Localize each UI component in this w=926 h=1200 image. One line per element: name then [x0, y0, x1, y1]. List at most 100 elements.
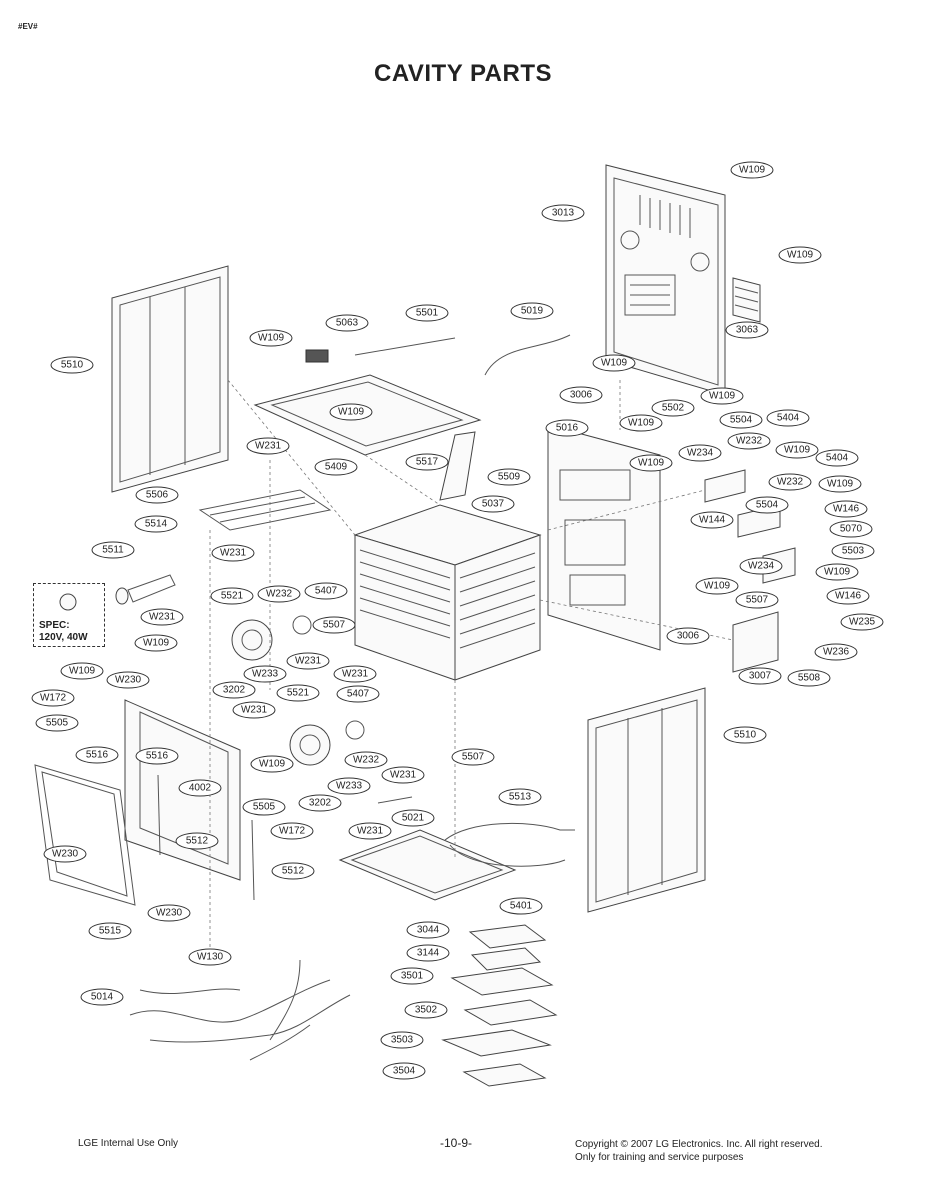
callout-label: W109	[259, 759, 286, 770]
back-wall-5509	[547, 424, 661, 651]
callout-label: 3006	[570, 390, 593, 401]
callout-label: 5063	[336, 318, 359, 329]
callout-label: 3202	[309, 798, 332, 809]
callout-label: 5507	[323, 620, 346, 631]
callout-w172: W172	[31, 689, 75, 707]
callout-w231: W231	[348, 822, 392, 840]
callout-label: 5506	[146, 490, 169, 501]
callout-5070: 5070	[829, 520, 873, 538]
callout-label: 5517	[416, 457, 439, 468]
callout-label: 5512	[186, 836, 209, 847]
callout-w146: W146	[826, 587, 870, 605]
callout-5517: 5517	[405, 453, 449, 471]
callout-5063: 5063	[325, 314, 369, 332]
callout-3007: 3007	[738, 667, 782, 685]
callout-label: 5513	[509, 792, 532, 803]
wire-harness-5014	[129, 959, 351, 1061]
callout-label: W235	[849, 617, 876, 628]
callout-5504: 5504	[719, 411, 763, 429]
callout-5504: 5504	[745, 496, 789, 514]
callout-w236: W236	[814, 643, 858, 661]
callout-3044: 3044	[406, 921, 450, 939]
callout-w109: W109	[249, 329, 293, 347]
callout-5037: 5037	[471, 495, 515, 513]
callout-w233: W233	[243, 665, 287, 683]
callout-label: W172	[279, 826, 306, 837]
callout-label: W231	[342, 669, 369, 680]
rod-5501	[354, 337, 456, 356]
duct-5517	[439, 431, 476, 501]
callout-label: 3044	[417, 925, 440, 936]
callout-5021: 5021	[391, 809, 435, 827]
callout-w109: W109	[134, 634, 178, 652]
callout-label: 5502	[662, 403, 685, 414]
callout-label: 5019	[521, 306, 544, 317]
callout-label: 5014	[91, 992, 114, 1003]
callout-5505: 5505	[35, 714, 79, 732]
callout-label: W109	[704, 581, 731, 592]
callout-5509: 5509	[487, 468, 531, 486]
callout-w232: W232	[344, 751, 388, 769]
copyright-line: Copyright © 2007 LG Electronics. Inc. Al…	[575, 1139, 823, 1150]
callout-5516: 5516	[135, 747, 179, 765]
callout-3502: 3502	[404, 1001, 448, 1019]
callout-5512: 5512	[271, 862, 315, 880]
callout-label: 5407	[347, 689, 370, 700]
callout-w231: W231	[246, 437, 290, 455]
footer-internal-use: LGE Internal Use Only	[78, 1138, 179, 1149]
callout-5508: 5508	[787, 669, 831, 687]
callout-label: 4002	[189, 783, 212, 794]
callout-label: 3502	[415, 1005, 438, 1016]
callout-w231: W231	[211, 544, 255, 562]
spec-line-2: 120V, 40W	[39, 632, 88, 643]
callout-label: W130	[197, 952, 224, 963]
callout-label: W231	[149, 612, 176, 623]
callout-label: 5507	[462, 752, 485, 763]
callout-5507: 5507	[735, 591, 779, 609]
callout-w109: W109	[815, 563, 859, 581]
callout-label: 5516	[86, 750, 109, 761]
callout-label: W146	[835, 591, 862, 602]
callout-label: 5511	[102, 545, 124, 556]
callout-5511: 5511	[91, 541, 135, 559]
rack-3503	[441, 1029, 552, 1057]
callout-label: W231	[390, 770, 417, 781]
rail-5512-left	[157, 774, 161, 856]
callout-label: W109	[258, 333, 285, 344]
callout-label: W231	[220, 548, 247, 559]
callout-5513: 5513	[498, 788, 542, 806]
callout-w231: W231	[381, 766, 425, 784]
callout-w233: W233	[327, 777, 371, 795]
callout-label: W109	[69, 666, 96, 677]
bracket-5504-upper	[704, 469, 746, 503]
spec-line-1: SPEC:	[39, 620, 70, 631]
callout-label: W231	[255, 441, 282, 452]
callout-w231: W231	[286, 652, 330, 670]
callout-label: 5070	[840, 524, 863, 535]
bar-5021	[377, 796, 413, 804]
callout-label: W109	[638, 458, 665, 469]
callout-w109: W109	[619, 414, 663, 432]
callout-label: W146	[833, 504, 860, 515]
callout-label: 5510	[61, 360, 84, 371]
bake-element-5513	[444, 822, 575, 867]
callout-label: 5503	[842, 546, 865, 557]
callout-w232: W232	[768, 473, 812, 491]
callout-label: W109	[787, 250, 814, 261]
callout-5404: 5404	[815, 449, 859, 467]
callout-5515: 5515	[88, 922, 132, 940]
callout-w130: W130	[188, 948, 232, 966]
callout-label: W233	[252, 669, 279, 680]
callout-w230: W230	[106, 671, 150, 689]
callout-5506: 5506	[135, 486, 179, 504]
door-gasket-5515	[34, 764, 136, 906]
callout-label: 5514	[145, 519, 168, 530]
callout-label: W172	[40, 693, 67, 704]
footer-copyright: Copyright © 2007 LG Electronics. Inc. Al…	[575, 1138, 822, 1164]
callout-label: W232	[736, 436, 763, 447]
callout-label: W230	[52, 849, 79, 860]
callout-3006: 3006	[666, 627, 710, 645]
callout-label: W109	[601, 358, 628, 369]
callout-label: W230	[115, 675, 142, 686]
